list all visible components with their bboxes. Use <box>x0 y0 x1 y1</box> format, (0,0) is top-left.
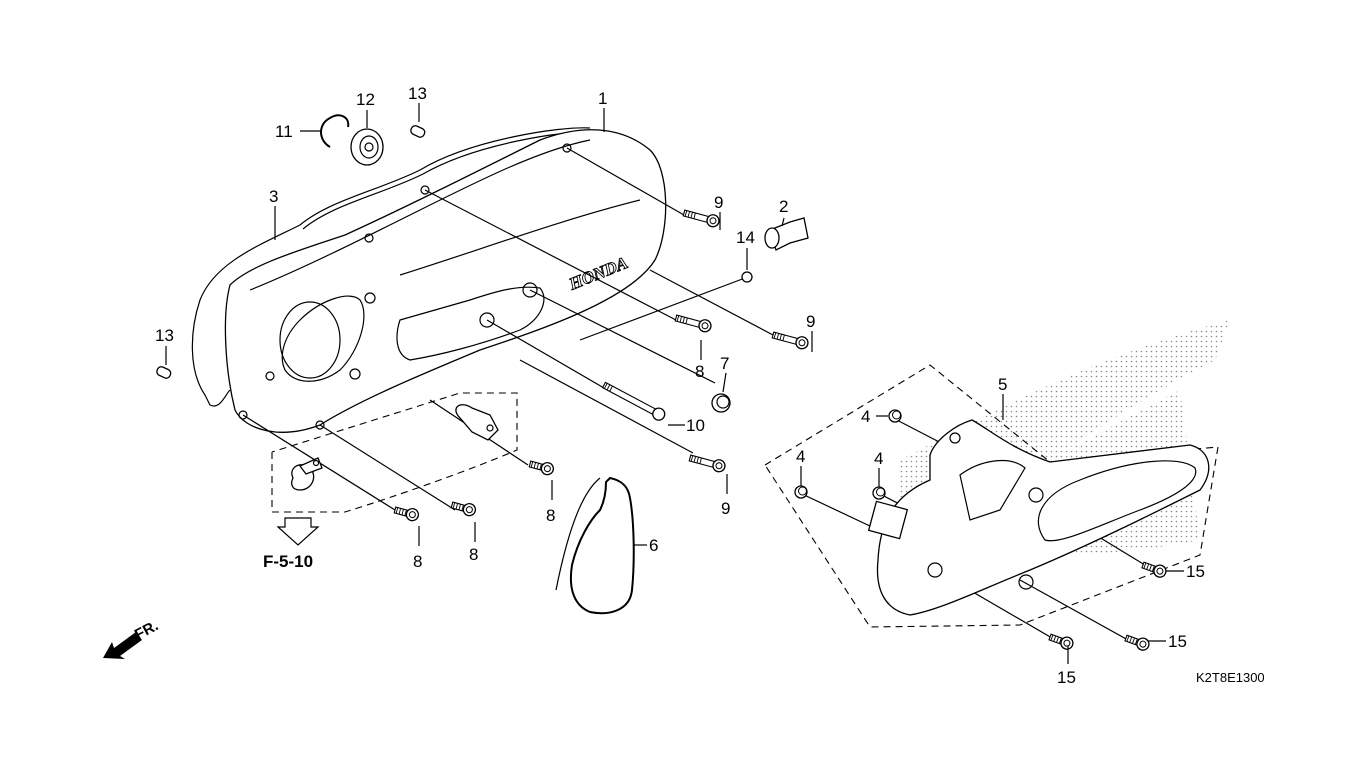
part-7-seal[interactable] <box>711 393 731 413</box>
callout-13: 13 <box>408 84 427 103</box>
callout-6: 6 <box>649 536 658 555</box>
clamp-group-boundary <box>271 392 518 513</box>
callout-13: 13 <box>155 326 174 345</box>
callout-10: 10 <box>686 416 705 435</box>
callout-15: 15 <box>1168 632 1187 651</box>
part-14-clip[interactable] <box>741 271 753 283</box>
part-15-bolt[interactable] <box>1123 631 1152 653</box>
part-12-bearing[interactable] <box>350 128 384 166</box>
part-4-grommet[interactable] <box>872 486 886 500</box>
hose-clamp[interactable] <box>455 404 499 441</box>
front-direction-indicator: FR. <box>103 617 161 659</box>
part-4-grommet[interactable] <box>794 485 808 499</box>
part-6-drive-belt[interactable] <box>555 476 635 615</box>
callout-8: 8 <box>546 506 555 525</box>
reference-label: F-5-10 <box>263 552 313 571</box>
callout-9: 9 <box>714 193 723 212</box>
gasket-outline[interactable] <box>191 127 591 407</box>
callout-4: 4 <box>861 407 870 426</box>
part-13-dowel-pin[interactable] <box>156 365 172 379</box>
part-5-outer-cover[interactable] <box>867 419 1210 616</box>
part-2-plug[interactable] <box>764 217 809 251</box>
part-8-bolt[interactable] <box>527 457 556 477</box>
callout-8: 8 <box>413 552 422 571</box>
callout-12: 12 <box>356 90 375 109</box>
down-arrow-icon <box>276 517 320 546</box>
callout-15: 15 <box>1057 668 1076 687</box>
part-13-dowel-pin[interactable] <box>410 124 426 138</box>
callout-8: 8 <box>695 362 704 381</box>
cover-group-boundary <box>764 364 1219 628</box>
front-arrow-icon <box>103 632 142 659</box>
hose-clamp[interactable] <box>291 457 323 491</box>
part-8-bolt[interactable] <box>392 503 421 523</box>
callout-9: 9 <box>721 499 730 518</box>
callout-5: 5 <box>998 375 1007 394</box>
part-10-long-bolt[interactable] <box>601 380 667 423</box>
callout-9: 9 <box>806 312 815 331</box>
callout-4: 4 <box>874 449 883 468</box>
part-15-bolt[interactable] <box>1047 630 1076 652</box>
part-8-bolt[interactable] <box>673 311 713 334</box>
crankcase-cover[interactable]: HONDA <box>224 129 667 433</box>
callout-leaders <box>165 103 1184 664</box>
callout-15: 15 <box>1186 562 1205 581</box>
callout-7: 7 <box>720 354 729 373</box>
part-4-grommet[interactable] <box>888 409 902 423</box>
callout-4: 4 <box>796 447 805 466</box>
reference-link[interactable]: F-5-10 <box>263 517 320 571</box>
part-11-circlip[interactable] <box>320 114 350 148</box>
part-9-bolt[interactable] <box>770 328 810 351</box>
callout-8: 8 <box>469 545 478 564</box>
callout-1: 1 <box>598 89 607 108</box>
callout-11: 11 <box>275 122 293 141</box>
callout-14: 14 <box>736 228 755 247</box>
callout-2: 2 <box>779 197 788 216</box>
part-8-bolt[interactable] <box>449 498 478 518</box>
drawing-code: K2T8E1300 <box>1196 670 1265 685</box>
callout-3: 3 <box>269 187 278 206</box>
part-9-bolt[interactable] <box>687 451 727 474</box>
